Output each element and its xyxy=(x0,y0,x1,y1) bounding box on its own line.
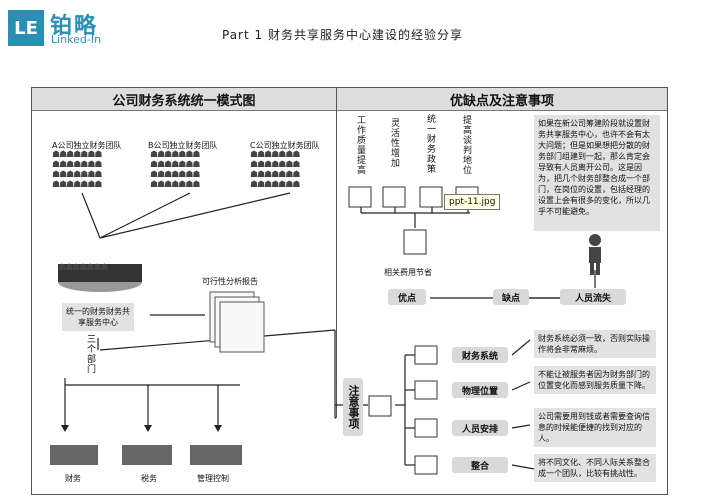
team-c-label: C公司独立财务团队 xyxy=(250,141,320,150)
logo-mark: LE xyxy=(8,10,44,46)
cost-saving-label: 相关费用节省 xyxy=(384,268,432,277)
three-dept-label: 三个部门 xyxy=(85,334,95,374)
benefit-quality: 工作质量提高 xyxy=(355,115,365,175)
note-label-finance-system: 财务系统 xyxy=(452,347,508,363)
image-tooltip: ppt-11.jpg xyxy=(444,194,501,210)
logo-cn: 铂略 xyxy=(50,14,99,39)
note-label-integration: 整合 xyxy=(452,457,508,473)
logo-en: Linked-In xyxy=(51,33,102,46)
shared-service-center-label: 统一的财务财务共享服务中心 xyxy=(62,303,134,331)
notes-title: 注意事项 xyxy=(343,378,363,436)
pros-label: 优点 xyxy=(388,289,426,305)
diagram-frame xyxy=(31,87,668,495)
note-text-integration: 将不同文化、不同人际关系整合成一个团队，比较有挑战性。 xyxy=(534,454,656,482)
report-label: 可行性分析报告 xyxy=(202,277,258,286)
dept-finance: 财务 xyxy=(65,474,81,483)
meeting-people: ☗☗☗☗☗☗☗ xyxy=(58,263,108,273)
note-text-finance-system: 财务系统必须一致，否则实际操作将会非常麻烦。 xyxy=(534,330,656,358)
dept-tax: 税务 xyxy=(141,474,157,483)
staff-loss-label: 人员流失 xyxy=(560,289,626,305)
note-label-location: 物理位置 xyxy=(452,382,508,398)
page-title: Part 1 财务共享服务中心建设的经验分享 xyxy=(222,28,463,42)
team-a-label: A公司独立财务团队 xyxy=(52,141,122,150)
benefit-policy: 统一财务政策 xyxy=(425,114,435,174)
note-label-staffing: 人员安排 xyxy=(452,420,508,436)
team-c-people: ☗☗☗☗☗☗☗☗☗☗☗☗☗☗☗☗☗☗☗☗☗☗☗☗☗☗☗☗ xyxy=(250,150,300,190)
note-text-staffing: 公司需要用到钱或者需要查询信息的时候能便捷的找到对应的人。 xyxy=(534,408,656,447)
panel-divider xyxy=(336,87,337,418)
benefit-negotiation: 提高谈判地位 xyxy=(461,115,471,175)
staff-loss-note: 如果在新公司筹建阶段就设置财务共享服务中心，也许不会有太大问题；但是如果想把分散… xyxy=(534,115,660,231)
note-text-location: 不能让被服务者因为财务部门的位置变化而感到服务质量下降。 xyxy=(534,366,656,394)
dept-management: 管理控制 xyxy=(197,474,229,483)
team-b-people: ☗☗☗☗☗☗☗☗☗☗☗☗☗☗☗☗☗☗☗☗☗☗☗☗☗☗☗☗ xyxy=(150,150,200,190)
left-panel-header: 公司财务系统统一模式图 xyxy=(32,88,336,111)
cons-label: 缺点 xyxy=(493,289,529,305)
team-a-people: ☗☗☗☗☗☗☗☗☗☗☗☗☗☗☗☗☗☗☗☗☗☗☗☗☗☗☗☗ xyxy=(52,150,102,190)
benefit-flexibility: 灵活性增加 xyxy=(389,118,399,168)
team-b-label: B公司独立财务团队 xyxy=(148,141,218,150)
right-panel-header: 优缺点及注意事项 xyxy=(337,88,667,111)
